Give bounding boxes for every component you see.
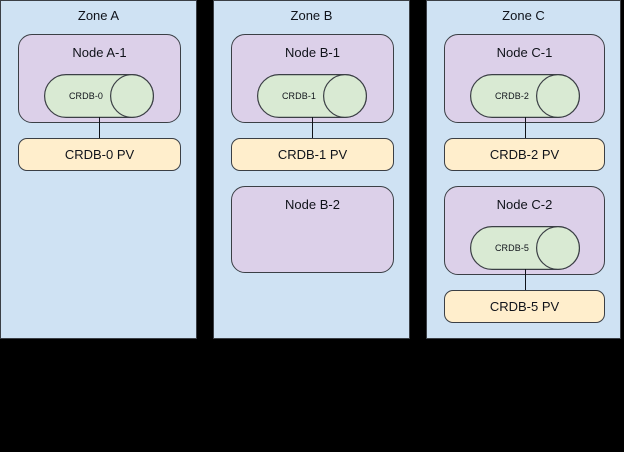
pod-crdb-1: CRDB-1 (257, 74, 367, 118)
pod-crdb-0: CRDB-0 (44, 74, 154, 118)
pv-crdb-2: CRDB-2 PV (444, 138, 605, 171)
pv-crdb-5-label: CRDB-5 PV (489, 298, 560, 314)
pod-crdb-2: CRDB-2 (470, 74, 580, 118)
cylinder-shape (470, 226, 580, 270)
node-c-1-label: Node C-1 (496, 45, 553, 60)
zone-c-label: Zone C (502, 8, 545, 23)
pv-crdb-2-label: CRDB-2 PV (489, 146, 560, 162)
pv-crdb-1-label: CRDB-1 PV (277, 146, 348, 162)
cylinder-shape (257, 74, 367, 118)
zone-b-label: Zone B (290, 8, 333, 23)
node-b-2-label: Node B-2 (285, 197, 340, 212)
connector-crdb-0-to-pv (99, 117, 100, 139)
node-b-2: Node B-2 (231, 186, 394, 273)
pv-crdb-0-label: CRDB-0 PV (64, 146, 135, 162)
pv-crdb-1: CRDB-1 PV (231, 138, 394, 171)
pv-crdb-0: CRDB-0 PV (18, 138, 181, 171)
zone-a-label: Zone A (77, 8, 120, 23)
node-c-2-label: Node C-2 (496, 197, 553, 212)
cylinder-shape (470, 74, 580, 118)
cylinder-shape (44, 74, 154, 118)
node-a-1-label: Node A-1 (72, 45, 127, 60)
connector-crdb-5-to-pv (525, 269, 526, 291)
pv-crdb-5: CRDB-5 PV (444, 290, 605, 323)
pod-crdb-5: CRDB-5 (470, 226, 580, 270)
connector-crdb-1-to-pv (312, 117, 313, 139)
connector-crdb-2-to-pv (525, 117, 526, 139)
node-b-1-label: Node B-1 (285, 45, 340, 60)
